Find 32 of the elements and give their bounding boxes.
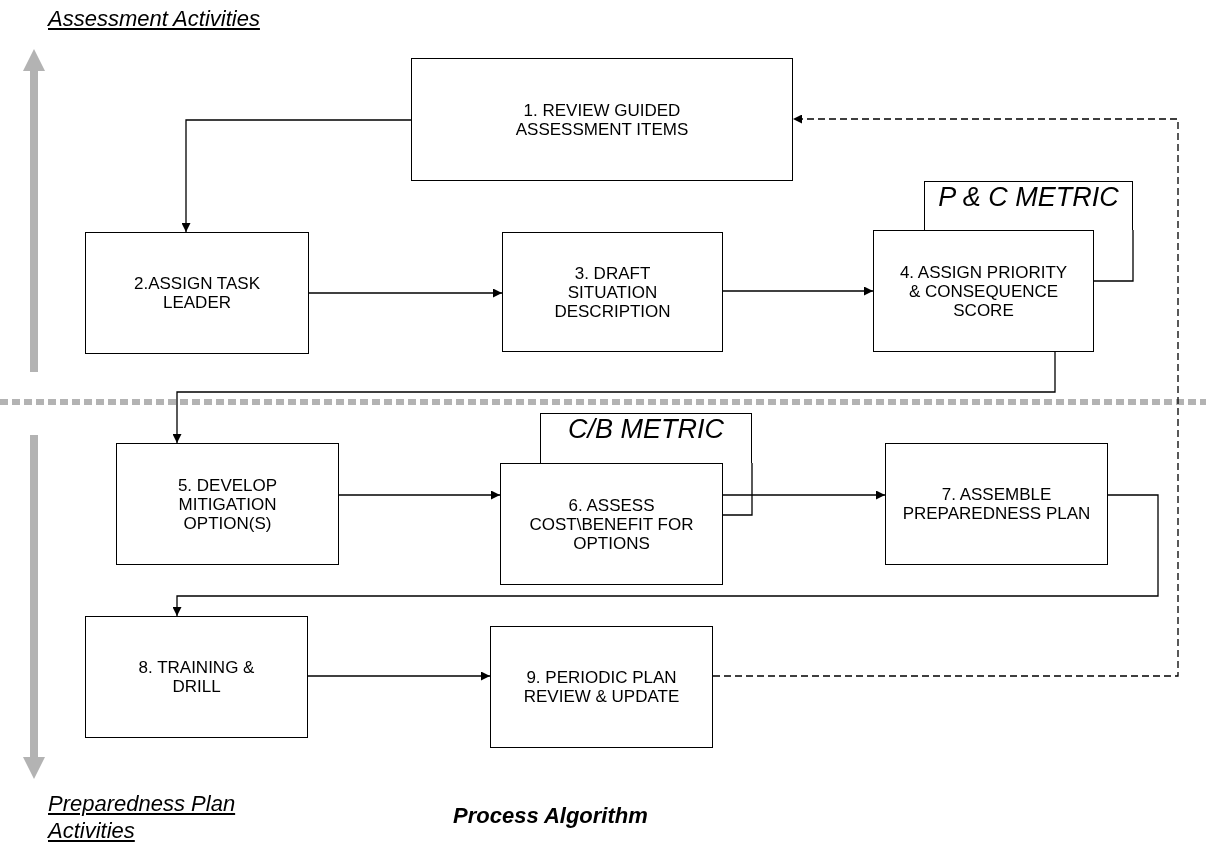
process-box xyxy=(490,626,713,748)
step-label: 3. DRAFT SITUATION DESCRIPTION xyxy=(553,263,672,321)
step-label: 1. REVIEW GUIDED ASSESSMENT ITEMS xyxy=(514,100,690,139)
step-label: 7. ASSEMBLE PREPAREDNESS PLAN xyxy=(901,485,1092,523)
process-box xyxy=(873,230,1094,352)
arrow xyxy=(172,351,1056,444)
process-box xyxy=(411,58,793,181)
step-label: 5. DEVELOP MITIGATION OPTION(S) xyxy=(176,475,279,533)
step-label: P & C METRIC xyxy=(938,182,1119,212)
process-box xyxy=(85,616,308,738)
caption: Process Algorithm xyxy=(453,803,648,829)
step-label: 6. ASSESS COST\BENEFIT FOR OPTIONS xyxy=(528,495,695,553)
section-label: Assessment Activities xyxy=(48,5,261,32)
process-box xyxy=(116,443,339,565)
arrow xyxy=(338,490,501,500)
process-box xyxy=(85,232,309,354)
arrow xyxy=(308,288,503,298)
arrow xyxy=(712,114,1179,677)
process-box xyxy=(502,232,723,352)
arrow xyxy=(181,119,412,233)
step-label: 2.ASSIGN TASK LEADER xyxy=(133,274,261,312)
process-box xyxy=(885,443,1108,565)
process-box xyxy=(500,463,723,585)
step-label: 8. TRAINING & DRILL xyxy=(137,658,256,696)
arrow xyxy=(722,490,886,500)
arrow xyxy=(172,494,1159,617)
section-label: Preparedness Plan Activities xyxy=(48,790,237,844)
arrow xyxy=(307,671,491,681)
step-label: 9. PERIODIC PLAN REVIEW & UPDATE xyxy=(522,668,681,706)
step-label: 4. ASSIGN PRIORITY & CONSEQUENCE SCORE xyxy=(898,262,1069,320)
arrow xyxy=(722,286,874,296)
step-label: C/B METRIC xyxy=(568,414,724,444)
